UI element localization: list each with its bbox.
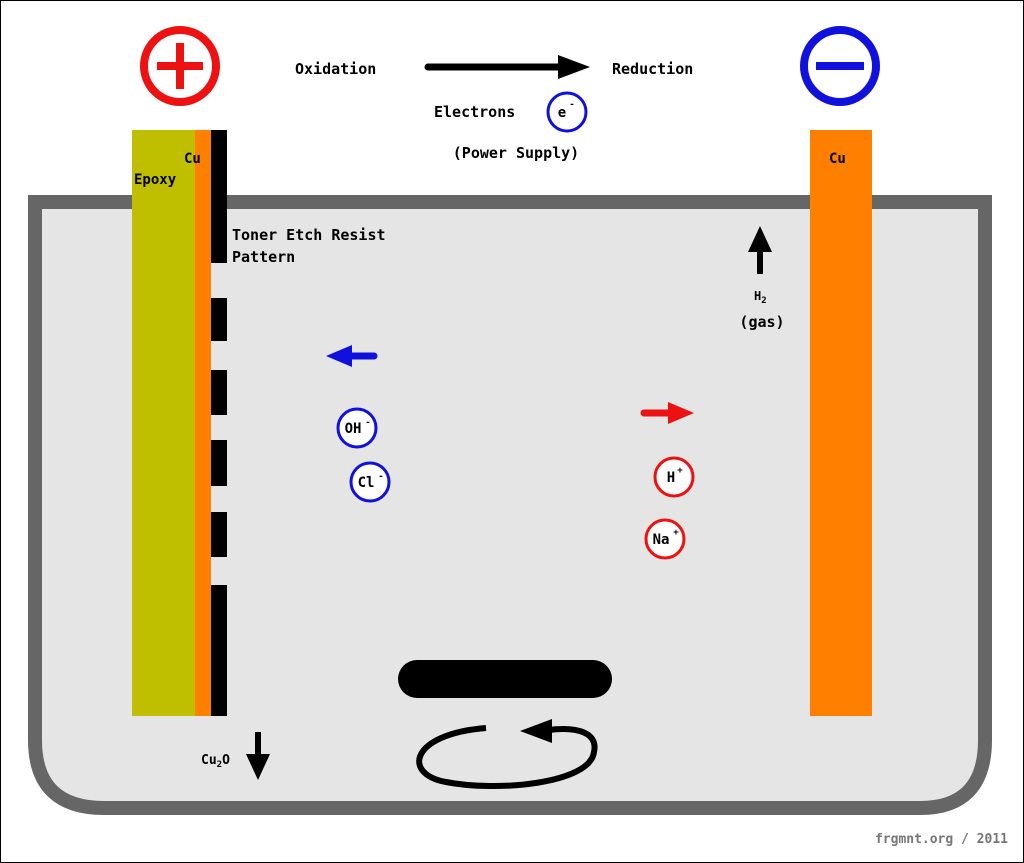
oh-ion-charge: -: [365, 418, 370, 428]
h2-symbol: H2: [754, 289, 767, 306]
rotation-arrow-icon: [416, 719, 598, 790]
copper-cathode: [810, 130, 872, 716]
epoxy-label: Epoxy: [134, 172, 177, 188]
toner-segment: [211, 440, 227, 486]
cu2o-down-arrow: [246, 732, 270, 780]
minus-circle-icon: [800, 26, 880, 106]
oxidation-label: Oxidation: [295, 60, 376, 78]
electron-symbol: e: [558, 105, 566, 121]
cation-migration-arrow: [640, 402, 694, 424]
anion-migration-arrow: [326, 345, 378, 367]
stir-bar: [398, 660, 612, 698]
copper-anode-layer: [195, 130, 211, 716]
h-ion-charge: +: [677, 466, 683, 476]
plus-circle-icon: [140, 26, 220, 106]
cl-ion-symbol: Cl: [358, 475, 375, 491]
oh-ion-symbol: OH: [345, 421, 362, 437]
toner-segment: [211, 585, 227, 716]
oh-ion: OH -: [336, 407, 378, 449]
toner-label-line1: Toner Etch Resist: [232, 226, 386, 244]
toner-pattern: [211, 130, 227, 716]
electron-charge: -: [569, 100, 574, 110]
electron-circle: [546, 91, 588, 133]
credit-label: frgmnt.org / 2011: [875, 832, 1008, 847]
cl-ion-charge: -: [378, 472, 383, 482]
electrons-label: Electrons: [434, 103, 515, 121]
na-ion-charge: +: [673, 528, 679, 538]
na-ion: Na +: [644, 518, 686, 560]
h2-state-label: (gas): [739, 313, 784, 331]
toner-segment: [211, 512, 227, 557]
h2-up-arrow: [748, 226, 772, 274]
cu2o-label: Cu2O: [201, 753, 230, 770]
tank-wall: [28, 196, 992, 815]
h-ion-symbol: H: [667, 470, 675, 486]
electron-flow-arrow: [424, 55, 590, 79]
h-ion: H +: [653, 456, 695, 498]
epoxy-board: [132, 130, 195, 716]
reduction-label: Reduction: [612, 60, 693, 78]
cl-ion: Cl -: [349, 461, 391, 503]
cu-cathode-label: Cu: [829, 151, 846, 167]
electrolyte-bath: [32, 196, 988, 812]
toner-label-line2: Pattern: [232, 248, 295, 266]
electron-badge: e -: [546, 91, 588, 133]
toner-segment: [211, 298, 227, 341]
toner-segment: [211, 130, 227, 263]
cu-anode-label: Cu: [184, 151, 201, 167]
power-supply-label: (Power Supply): [453, 144, 579, 162]
na-ion-symbol: Na: [653, 532, 670, 548]
toner-segment: [211, 370, 227, 415]
